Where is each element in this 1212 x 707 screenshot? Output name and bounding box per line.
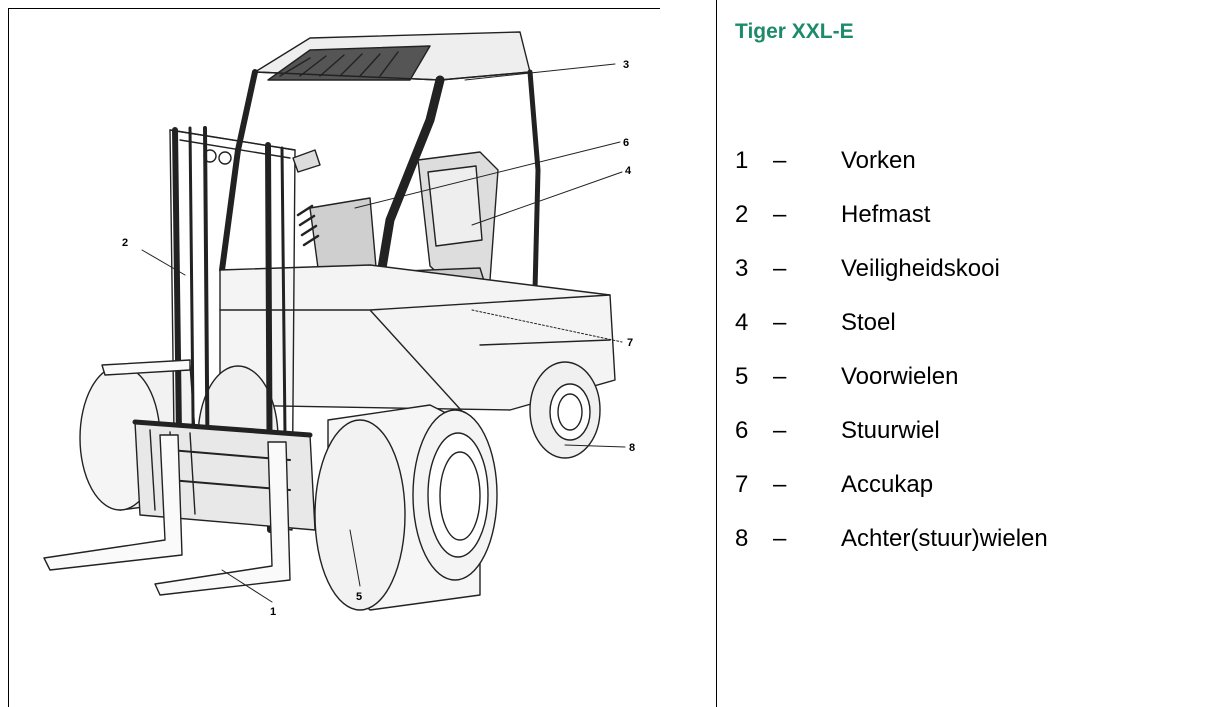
front-wheel xyxy=(314,404,498,611)
rear-wheel xyxy=(529,361,601,459)
legend-label: Voorwielen xyxy=(841,363,959,390)
legend-item: 5 – Voorwielen xyxy=(735,350,1048,404)
legend-item: 8 – Achter(stuur)wielen xyxy=(735,512,1048,566)
legend-item: 7 – Accukap xyxy=(735,458,1048,512)
leader-lines xyxy=(141,63,626,603)
legend-number: 2 xyxy=(735,201,749,228)
legend-label: Hefmast xyxy=(841,201,931,228)
legend-dash: – xyxy=(773,525,787,552)
legend-number: 8 xyxy=(735,525,749,552)
legend-label: Accukap xyxy=(841,471,934,498)
legend-item: 6 – Stuurwiel xyxy=(735,404,1048,458)
legend-label: Achter(stuur)wielen xyxy=(841,525,1048,552)
legend-number: 4 xyxy=(735,309,749,336)
callout-numbers: 3 6 4 2 7 8 5 1 xyxy=(122,59,635,618)
legend-number: 6 xyxy=(735,417,749,444)
legend-number: 3 xyxy=(735,255,749,282)
frame-top-border xyxy=(8,8,660,9)
legend-number: 5 xyxy=(735,363,749,390)
legend-number: 1 xyxy=(735,147,749,174)
legend-dash: – xyxy=(773,147,787,174)
callout-7: 7 xyxy=(627,337,633,349)
callout-5: 5 xyxy=(356,591,362,603)
callout-6: 6 xyxy=(623,137,629,149)
forklift-diagram: 3 6 4 2 7 8 5 1 xyxy=(10,10,710,707)
callout-1: 1 xyxy=(270,606,276,618)
panel-title: Tiger XXL-E xyxy=(735,20,854,43)
legend-dash: – xyxy=(773,471,787,498)
legend-item: 4 – Stoel xyxy=(735,296,1048,350)
legend-dash: – xyxy=(773,201,787,228)
legend-label: Stoel xyxy=(841,309,896,336)
parts-legend: 1 – Vorken 2 – Hefmast 3 – Veiligheidsko… xyxy=(735,134,1048,566)
callout-2: 2 xyxy=(122,237,128,249)
callout-4: 4 xyxy=(625,165,632,177)
legend-label: Stuurwiel xyxy=(841,417,940,444)
callout-8: 8 xyxy=(629,442,635,454)
legend-label: Veiligheidskooi xyxy=(841,255,1000,282)
frame-divider xyxy=(716,0,717,707)
forklift-drawing: 3 6 4 2 7 8 5 1 xyxy=(43,31,635,618)
legend-number: 7 xyxy=(735,471,749,498)
legend-item: 1 – Vorken xyxy=(735,134,1048,188)
callout-3: 3 xyxy=(623,59,629,71)
legend-dash: – xyxy=(773,417,787,444)
legend-label: Vorken xyxy=(841,147,916,174)
safety-cage xyxy=(219,31,541,405)
legend-dash: – xyxy=(773,309,787,336)
legend-item: 3 – Veiligheidskooi xyxy=(735,242,1048,296)
legend-dash: – xyxy=(773,255,787,282)
frame-left-border xyxy=(8,8,9,707)
legend-item: 2 – Hefmast xyxy=(735,188,1048,242)
forks xyxy=(43,359,291,596)
legend-panel: Tiger XXL-E 1 – Vorken 2 – Hefmast 3 – V… xyxy=(717,0,1212,707)
legend-dash: – xyxy=(773,363,787,390)
